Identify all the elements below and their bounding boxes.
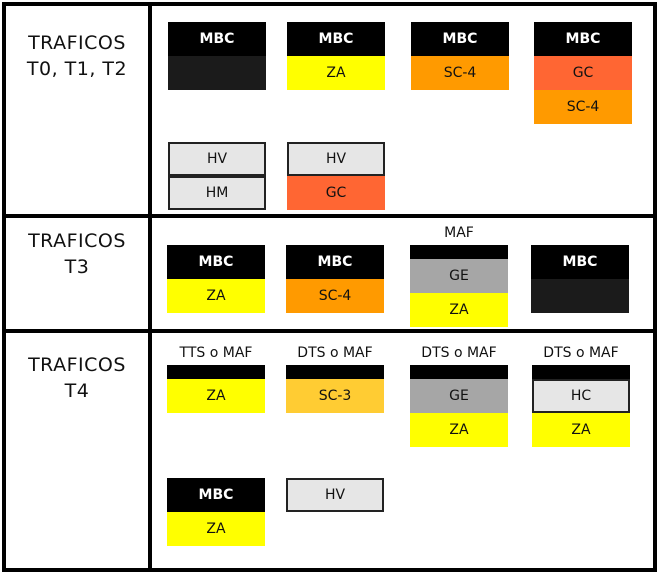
layer-label: ZA (449, 422, 469, 438)
section-caption: DTS o MAF (543, 345, 619, 361)
layer-label: ZA (326, 65, 346, 81)
section-caption: DTS o MAF (421, 345, 497, 361)
layer-block-hc: HC (532, 379, 630, 413)
layer-label: GC (572, 65, 594, 81)
row-label-line: T0, T1, T2 (26, 58, 128, 80)
layer-label: ZA (206, 521, 226, 537)
layer-block-dark_layer (168, 56, 266, 90)
layer-label: ZA (449, 302, 469, 318)
row-label-1: TRAFICOS T0, T1, T2 (4, 30, 150, 82)
layer-block-za: ZA (167, 512, 265, 546)
layer-block-za: ZA (167, 379, 265, 413)
layer-block-za: ZA (410, 413, 508, 447)
layer-block-hv: HV (287, 142, 385, 176)
layer-block-mbc (167, 365, 265, 379)
layer-block-mbc (286, 365, 384, 379)
layer-label: HV (325, 151, 347, 167)
layer-block-za: ZA (287, 56, 385, 90)
layer-label: ZA (571, 422, 591, 438)
layer-block-ge: GE (410, 379, 508, 413)
layer-label: GE (449, 268, 469, 284)
layer-label: MBC (442, 31, 478, 47)
layer-block-dark_layer (531, 279, 629, 313)
layer-block-gc: GC (287, 176, 385, 210)
layer-block-sc-4: SC-4 (411, 56, 509, 90)
layer-block-mbc (410, 365, 508, 379)
layer-block-mbc (410, 245, 508, 259)
layer-block-sc-3: SC-3 (286, 379, 384, 413)
layer-label: MBC (565, 31, 601, 47)
layer-label: MBC (562, 254, 598, 270)
row-label-line: TRAFICOS (28, 32, 126, 54)
layer-block-gc: GC (534, 56, 632, 90)
layer-label: HC (570, 388, 592, 404)
layer-label: MBC (317, 254, 353, 270)
layer-label: SC-4 (443, 65, 477, 81)
row-label-line: T3 (64, 256, 90, 278)
layer-block-hm: HM (168, 176, 266, 210)
layer-block-mbc: MBC (411, 22, 509, 56)
row-label-3: TRAFICOS T4 (4, 352, 150, 404)
section-caption: MAF (444, 225, 474, 241)
layer-block-ge: GE (410, 259, 508, 293)
layer-block-mbc: MBC (286, 245, 384, 279)
layer-block-mbc: MBC (534, 22, 632, 56)
layer-block-sc-4: SC-4 (286, 279, 384, 313)
layer-label: HM (205, 185, 229, 201)
layer-label: SC-4 (566, 99, 600, 115)
layer-block-mbc: MBC (168, 22, 266, 56)
outer-border (2, 2, 657, 572)
row-label-line: TRAFICOS (28, 230, 126, 252)
layer-label: MBC (198, 487, 234, 503)
row-label-line: T4 (64, 380, 90, 402)
layer-block-mbc (532, 365, 630, 379)
row-label-line: TRAFICOS (28, 354, 126, 376)
layer-label: MBC (318, 31, 354, 47)
layer-label: SC-3 (318, 388, 352, 404)
layer-block-mbc: MBC (167, 478, 265, 512)
layer-block-sc-4: SC-4 (534, 90, 632, 124)
layer-block-za: ZA (167, 279, 265, 313)
layer-label: ZA (206, 288, 226, 304)
layer-label: GE (449, 388, 469, 404)
layer-label: MBC (198, 254, 234, 270)
section-caption: DTS o MAF (297, 345, 373, 361)
layer-block-mbc: MBC (167, 245, 265, 279)
layer-label: HV (206, 151, 228, 167)
layer-label: GC (325, 185, 347, 201)
layer-block-za: ZA (410, 293, 508, 327)
layer-block-hv: HV (286, 478, 384, 512)
row-label-2: TRAFICOS T3 (4, 228, 150, 280)
layer-label: MBC (199, 31, 235, 47)
layer-block-mbc: MBC (531, 245, 629, 279)
layer-block-mbc: MBC (287, 22, 385, 56)
layer-label: HV (324, 487, 346, 503)
layer-label: ZA (206, 388, 226, 404)
section-caption: TTS o MAF (179, 345, 253, 361)
layer-label: SC-4 (318, 288, 352, 304)
layer-block-hv: HV (168, 142, 266, 176)
layer-block-za: ZA (532, 413, 630, 447)
